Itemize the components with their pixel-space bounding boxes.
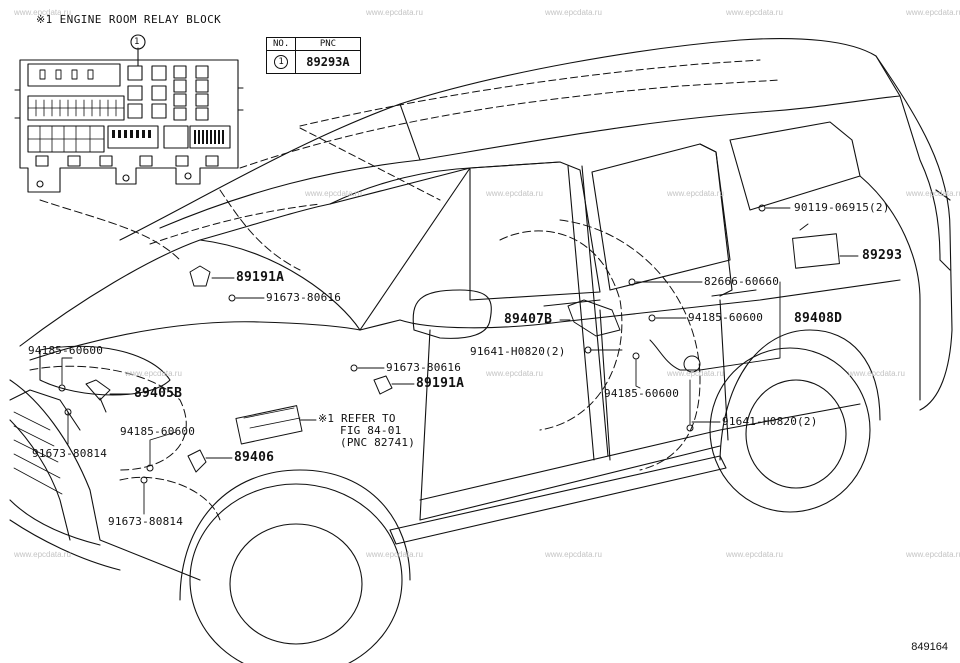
watermark: www.epcdata.ru: [486, 189, 543, 198]
watermark: www.epcdata.ru: [906, 8, 960, 17]
relay-callout-number: 1: [134, 37, 140, 47]
refer-line-3: (PNC 82741): [340, 436, 416, 449]
part-label-89406[interactable]: 89406: [234, 450, 275, 465]
part-label-89408d[interactable]: 89408D: [794, 311, 843, 326]
part-label-94185-60600-mid[interactable]: 94185-60600: [120, 425, 196, 438]
part-label-91641-h0820-low[interactable]: 91641-H0820(2): [722, 415, 818, 428]
pnc-table-row-no-cell: 1: [265, 50, 297, 74]
watermark: www.epcdata.ru: [906, 189, 960, 198]
relay-block-title: ※1 ENGINE ROOM RELAY BLOCK: [36, 13, 222, 26]
watermark: www.epcdata.ru: [667, 189, 724, 198]
watermark: www.epcdata.ru: [486, 369, 543, 378]
part-label-89405b[interactable]: 89405B: [134, 386, 183, 401]
watermark: www.epcdata.ru: [545, 550, 602, 559]
watermark: www.epcdata.ru: [14, 8, 71, 17]
part-label-91673-80616-top[interactable]: 91673-80616: [266, 291, 342, 304]
part-label-82666-60660[interactable]: 82666-60660: [704, 275, 780, 288]
part-label-94185-60600-door[interactable]: 94185-60600: [604, 387, 680, 400]
watermark: www.epcdata.ru: [545, 8, 602, 17]
watermark: www.epcdata.ru: [667, 369, 724, 378]
watermark: www.epcdata.ru: [366, 550, 423, 559]
watermark: www.epcdata.ru: [366, 8, 423, 17]
part-label-94185-60600-left[interactable]: 94185-60600: [28, 344, 104, 357]
watermark: www.epcdata.ru: [726, 8, 783, 17]
part-label-91673-80814-bottom[interactable]: 91673-80814: [108, 515, 184, 528]
vehicle-body: [9, 38, 953, 663]
watermark: www.epcdata.ru: [906, 550, 960, 559]
part-label-91673-80814-left[interactable]: 91673-80814: [32, 447, 108, 460]
part-label-91641-h0820-mid[interactable]: 91641-H0820(2): [470, 345, 566, 358]
pnc-table-row-no: 1: [274, 55, 289, 69]
part-label-94185-60600-right[interactable]: 94185-60600: [688, 311, 764, 324]
component-parts: [58, 204, 840, 484]
watermark: www.epcdata.ru: [14, 550, 71, 559]
part-label-91673-80616-mid[interactable]: 91673-80616: [386, 361, 462, 374]
watermark: www.epcdata.ru: [848, 369, 905, 378]
part-label-89293[interactable]: 89293: [862, 248, 903, 263]
watermark: www.epcdata.ru: [726, 550, 783, 559]
refer-line-1: ※1 REFER TO: [318, 412, 396, 425]
part-label-89191a-top[interactable]: 89191A: [236, 270, 285, 285]
pnc-table-header-pnc: PNC: [295, 37, 361, 51]
figure-id: 849164: [911, 641, 948, 653]
part-label-90119-06915[interactable]: 90119-06915(2): [794, 201, 890, 214]
pnc-table-header-no: NO.: [265, 37, 297, 51]
pnc-table: NO. PNC 1 89293A: [265, 37, 361, 74]
relay-block-drawing: [14, 34, 244, 193]
part-label-89191a-mid[interactable]: 89191A: [416, 376, 465, 391]
part-label-89407b[interactable]: 89407B: [504, 312, 553, 327]
refer-line-2: FIG 84-01: [340, 424, 402, 437]
watermark: www.epcdata.ru: [125, 369, 182, 378]
pnc-table-row-pnc: 89293A: [295, 50, 361, 74]
watermark: www.epcdata.ru: [305, 189, 362, 198]
